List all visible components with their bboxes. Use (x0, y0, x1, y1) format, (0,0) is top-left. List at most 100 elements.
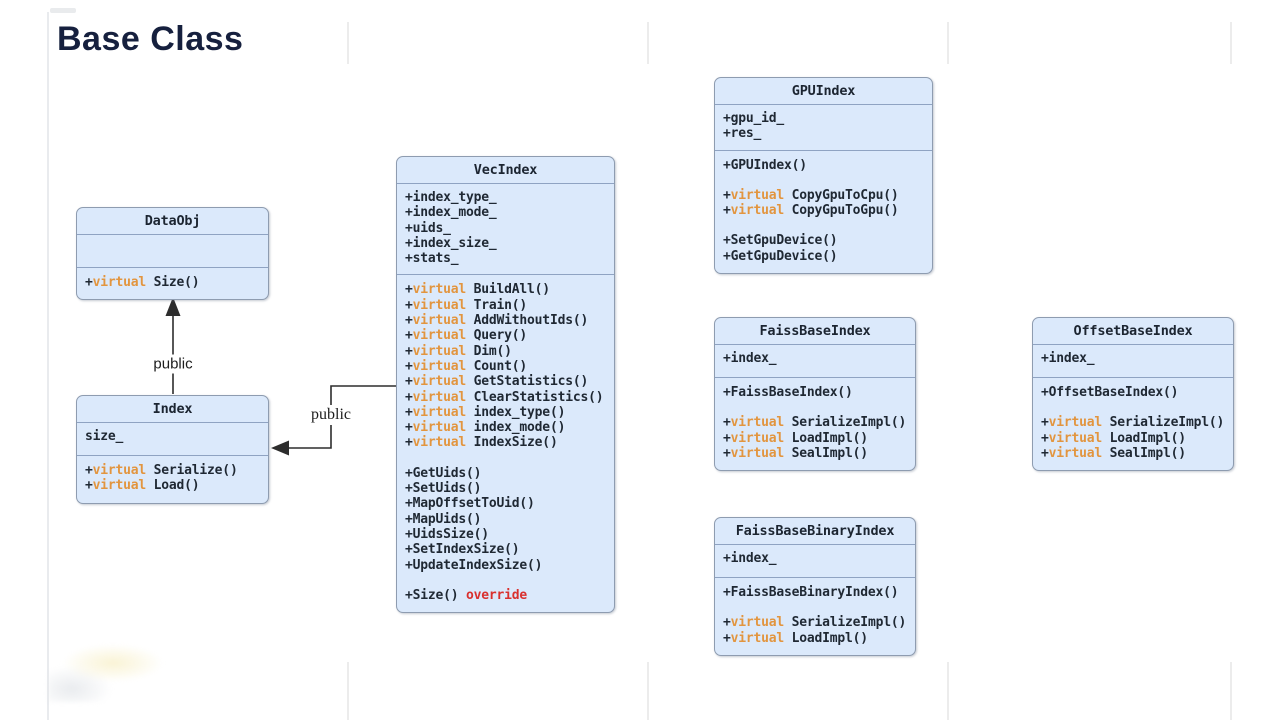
method-line: +SetGpuDevice() (723, 233, 838, 249)
grid-line (347, 22, 349, 64)
class-title: GPUIndex (715, 78, 932, 105)
method-line: +virtual index_type() (405, 404, 566, 420)
method-line: +UidsSize() (405, 526, 489, 542)
attribute-line: +res_ (723, 126, 762, 142)
grid-line (47, 12, 49, 720)
attribute-line: +index_ (1041, 351, 1095, 366)
class-methods: +FaissBaseIndex() +virtual SerializeImpl(… (715, 378, 915, 470)
class-attributes: +index_ (1033, 345, 1233, 378)
virtual-keyword: virtual (730, 415, 785, 431)
grid-line (1230, 22, 1232, 64)
method-line: +virtual AddWithoutIds() (405, 313, 589, 329)
virtual-keyword: virtual (730, 445, 785, 461)
virtual-keyword: virtual (412, 435, 467, 451)
edge-label-public-1: public (148, 354, 198, 374)
class-attributes: size_ (77, 423, 268, 456)
class-box-dataobj: DataObj+virtual Size() (76, 207, 269, 301)
class-title: OffsetBaseIndex (1033, 318, 1233, 345)
virtual-keyword: virtual (92, 463, 147, 478)
virtual-keyword: virtual (730, 430, 785, 446)
virtual-keyword: virtual (730, 630, 785, 646)
virtual-keyword: virtual (412, 404, 467, 420)
class-attributes: +index_ (715, 345, 915, 378)
method-line: +FaissBaseIndex() (723, 385, 853, 400)
attribute-line: +index_ (723, 351, 777, 366)
method-line: +GetUids() (405, 465, 482, 481)
virtual-keyword: virtual (730, 615, 785, 631)
class-methods: +FaissBaseBinaryIndex() +virtual Serializ… (715, 578, 915, 655)
grid-line (647, 662, 649, 720)
method-line: +virtual Train() (405, 297, 528, 313)
method-line: +SetUids() (405, 481, 482, 497)
grid-line (647, 22, 649, 64)
attribute-line: +uids_ (405, 220, 451, 236)
attribute-line: +gpu_id_ (723, 111, 785, 126)
method-line: +virtual LoadImpl() (1041, 430, 1186, 446)
method-line: +virtual ClearStatistics() (405, 389, 604, 405)
method-line: +virtual CopyGpuToCpu() (723, 187, 899, 203)
virtual-keyword: virtual (1048, 445, 1103, 461)
virtual-keyword: virtual (730, 203, 785, 219)
grid-line (347, 662, 349, 720)
class-methods: +OffsetBaseIndex() +virtual SerializeImpl… (1033, 378, 1233, 470)
method-line: +virtual LoadImpl() (723, 630, 868, 646)
method-line: +virtual BuildAll() (405, 282, 550, 298)
method-line: +virtual CopyGpuToGpu() (723, 203, 899, 219)
virtual-keyword: virtual (412, 313, 467, 329)
method-line: +virtual SerializeImpl() (1041, 415, 1225, 431)
class-attributes (77, 235, 268, 268)
class-methods: +GPUIndex() +virtual CopyGpuToCpu()+virtu… (715, 151, 932, 273)
attribute-line: +stats_ (405, 251, 459, 267)
method-line: +Size() override (405, 587, 528, 603)
virtual-keyword: virtual (92, 478, 147, 494)
grid-line (1230, 662, 1232, 720)
method-line: +virtual GetStatistics() (405, 374, 589, 390)
attribute-line: +index_type_ (405, 190, 497, 205)
class-title: VecIndex (397, 157, 614, 184)
attribute-line: size_ (85, 429, 124, 444)
class-methods: +virtual Serialize()+virtual Load() (77, 456, 268, 503)
virtual-keyword: virtual (412, 358, 467, 374)
method-line: +MapOffsetToUid() (405, 496, 535, 512)
watermark (48, 642, 178, 702)
method-line: +SetIndexSize() (405, 542, 520, 558)
method-line: +virtual LoadImpl() (723, 430, 868, 446)
attribute-line: +index_ (723, 551, 777, 566)
class-box-faissbaseindex: FaissBaseIndex +index_ +FaissBaseIndex() +v… (714, 317, 916, 472)
virtual-keyword: virtual (92, 275, 147, 290)
grid-line (947, 22, 949, 64)
class-attributes: +index_ (715, 545, 915, 578)
virtual-keyword: virtual (412, 343, 467, 359)
smudge-mark (50, 8, 76, 13)
method-line: +virtual Serialize() (85, 463, 238, 478)
method-line: +OffsetBaseIndex() (1041, 385, 1179, 400)
virtual-keyword: virtual (412, 282, 467, 298)
method-line: +UpdateIndexSize() (405, 557, 543, 573)
override-keyword: override (466, 587, 528, 603)
method-line: +GPUIndex() (723, 157, 807, 173)
edge-label-public-2: public (306, 405, 356, 425)
virtual-keyword: virtual (412, 297, 467, 313)
class-box-faissbasebinaryindex: FaissBaseBinaryIndex +index_ +FaissBaseBin… (714, 517, 916, 656)
method-line: +virtual Query() (405, 328, 528, 344)
virtual-keyword: virtual (412, 374, 467, 390)
virtual-keyword: virtual (1048, 430, 1103, 446)
method-line: +virtual Dim() (405, 343, 512, 359)
method-line: +virtual SerializeImpl() (723, 615, 907, 631)
page-title: Base Class (57, 20, 244, 58)
attribute-line: +index_size_ (405, 235, 497, 251)
method-line: +GetGpuDevice() (723, 248, 838, 264)
method-line: +virtual SerializeImpl() (723, 415, 907, 431)
class-title: FaissBaseIndex (715, 318, 915, 345)
class-methods: +virtual BuildAll()+virtual Train()+virt… (397, 275, 614, 612)
class-title: FaissBaseBinaryIndex (715, 518, 915, 545)
method-line: +FaissBaseBinaryIndex() (723, 585, 899, 600)
method-line: +MapUids() (405, 511, 482, 527)
class-box-gpuindex: GPUIndex+gpu_id_+res_+GPUIndex()+virtual… (714, 77, 933, 275)
class-methods: +virtual Size() (77, 268, 268, 299)
class-attributes: +gpu_id_+res_ (715, 105, 932, 151)
grid-line (947, 662, 949, 720)
method-line: +virtual Count() (405, 358, 528, 374)
class-title: Index (77, 396, 268, 423)
